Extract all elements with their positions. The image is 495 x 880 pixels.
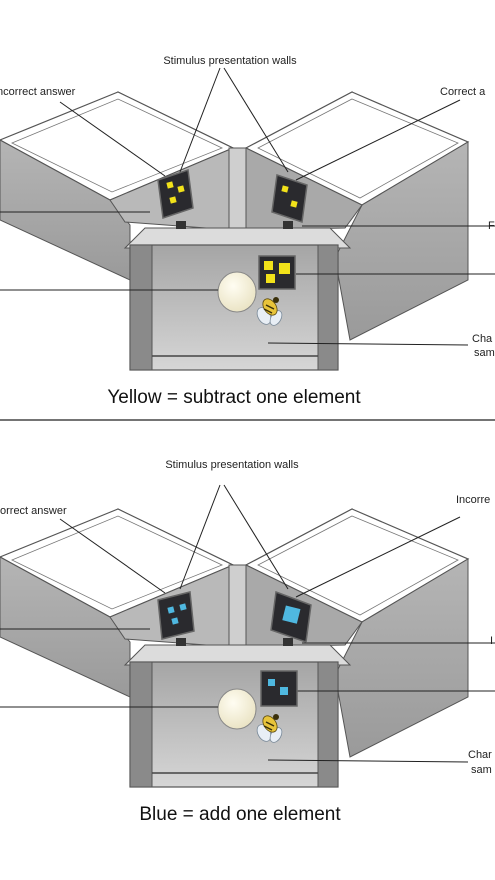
panel-1: Stimulus presentation walls Incorrect an… <box>0 55 495 408</box>
sample-stimulus-card <box>258 255 296 290</box>
left-answer-label: Incorrect answer <box>0 86 76 98</box>
right-mid-label: F <box>488 220 495 232</box>
right-mid-label: I <box>490 635 493 647</box>
chamber-label-line2: sam <box>471 764 492 776</box>
panel-2-caption: Blue = add one element <box>139 804 341 825</box>
stimulus-walls-label: Stimulus presentation walls <box>165 459 299 471</box>
chamber-label-line2: sam <box>474 347 495 359</box>
stimulus-walls-label: Stimulus presentation walls <box>163 55 297 67</box>
panel-2: Stimulus presentation walls orrect answe… <box>0 459 495 825</box>
left-stimulus-card <box>157 169 194 219</box>
sample-stimulus-card <box>260 670 298 707</box>
left-answer-label: orrect answer <box>0 505 67 517</box>
chamber-label-line1: Char <box>468 749 492 761</box>
chamber-label-line1: Cha <box>472 333 493 345</box>
right-stimulus-card <box>271 174 308 223</box>
right-answer-label: Incorre <box>456 494 490 506</box>
right-answer-label: Correct a <box>440 86 486 98</box>
right-stimulus-card <box>270 590 312 644</box>
panel-1-caption: Yellow = subtract one element <box>107 387 361 408</box>
left-stimulus-card <box>157 591 195 640</box>
